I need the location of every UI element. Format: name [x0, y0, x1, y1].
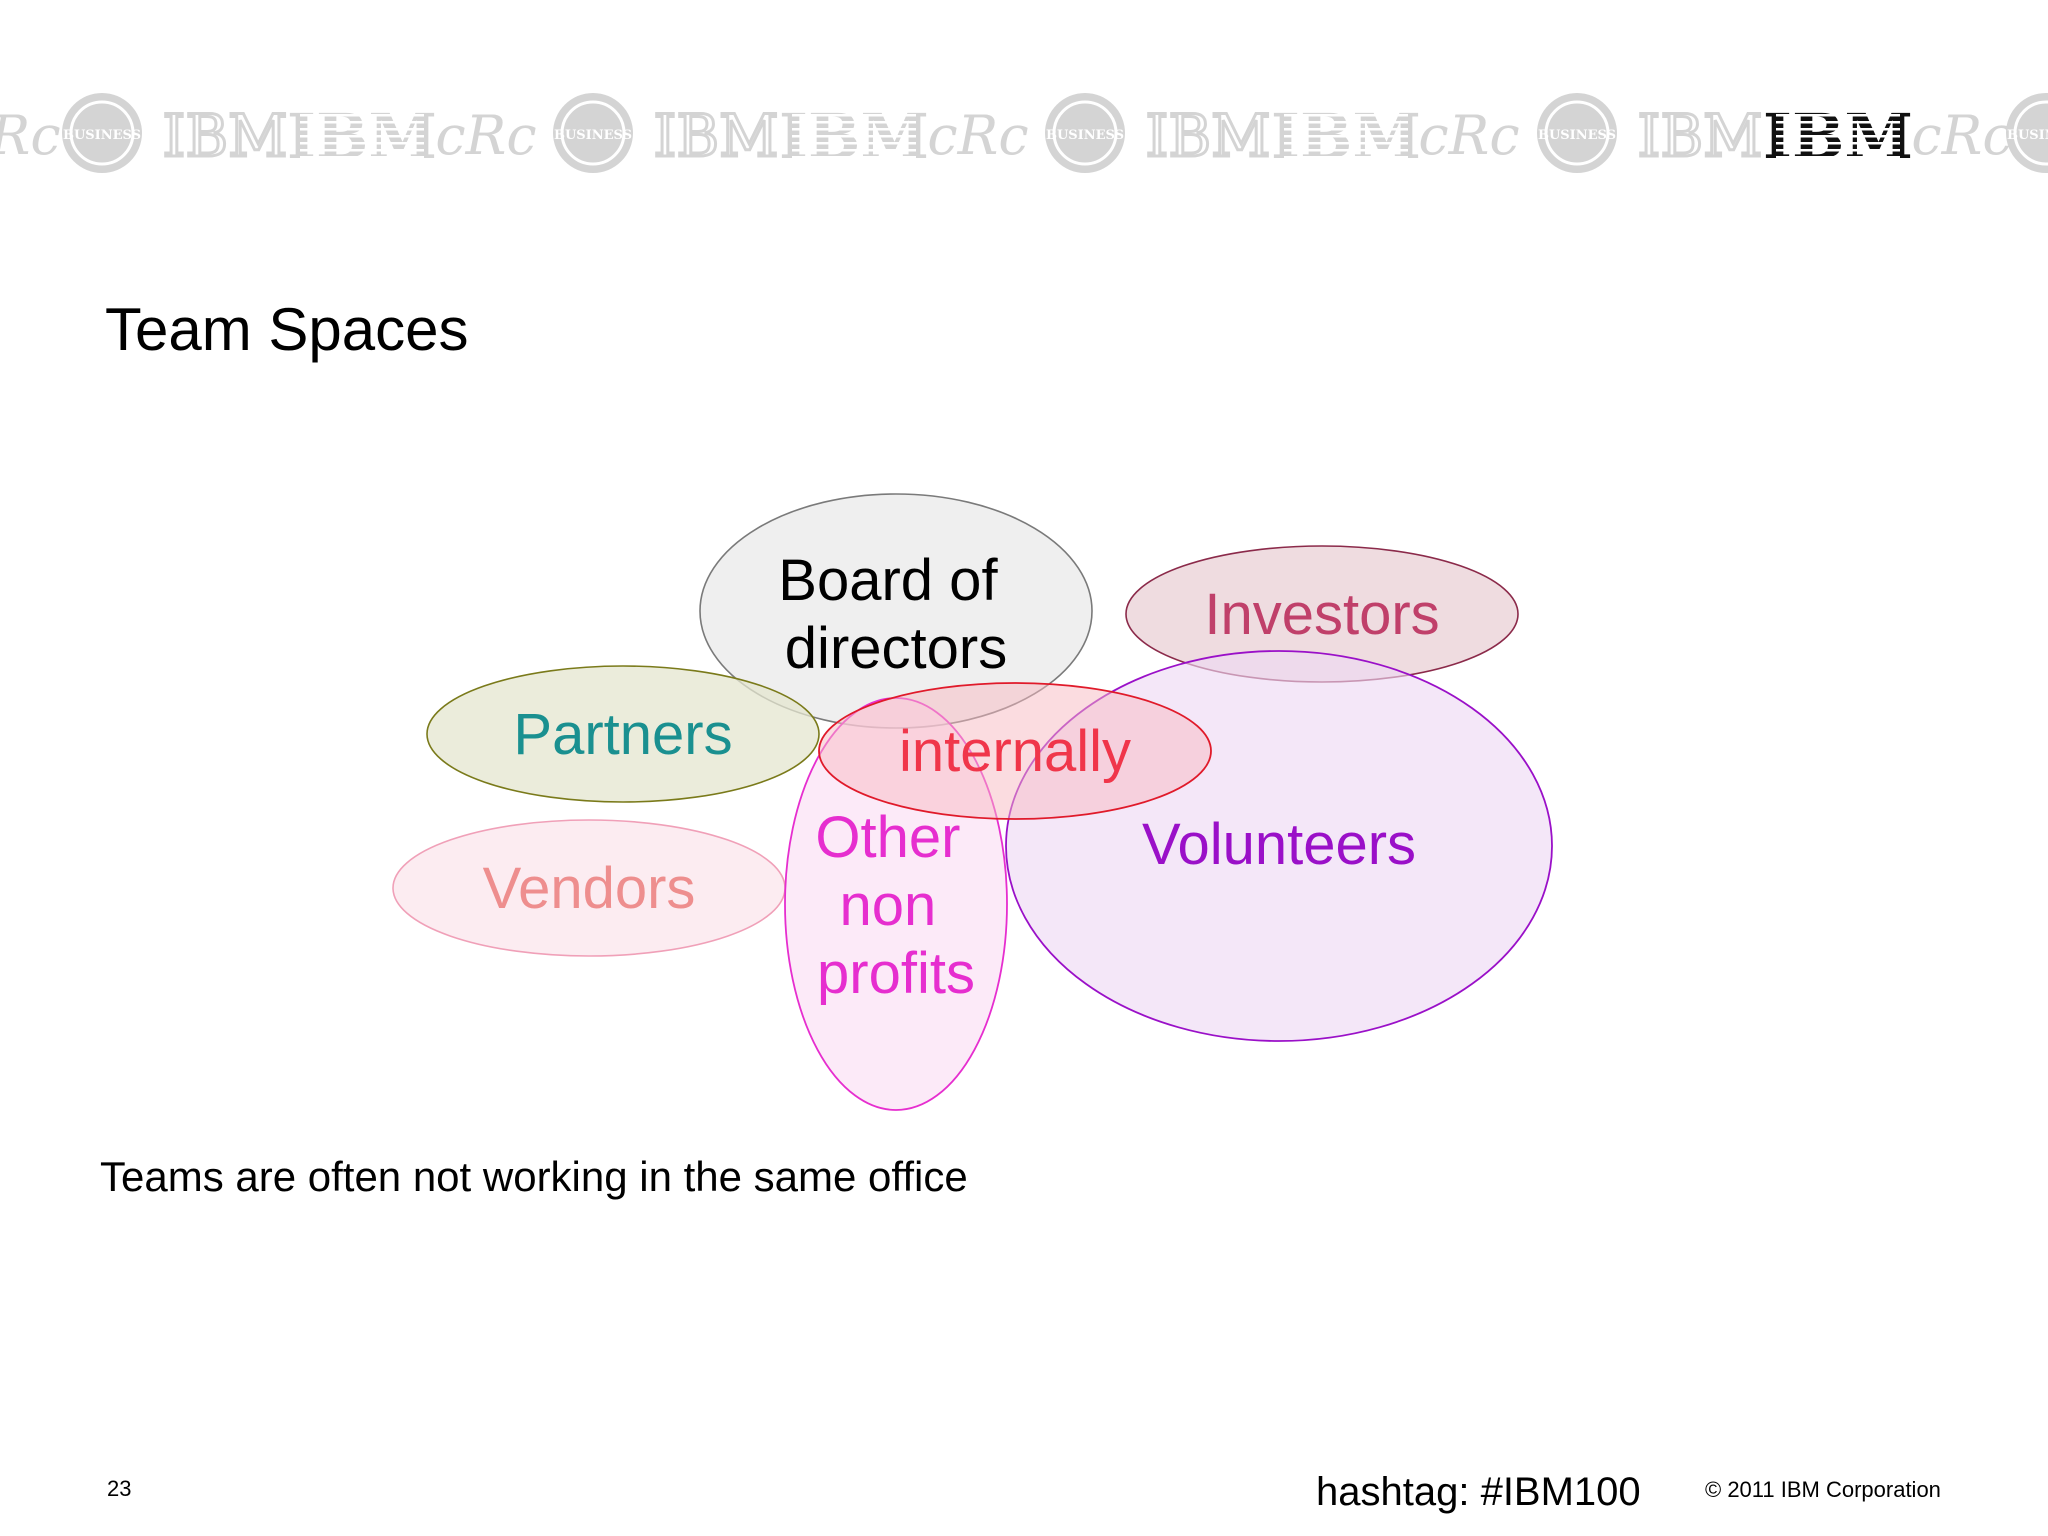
internally-ellipse — [818, 682, 1212, 820]
page-number: 23 — [107, 1476, 132, 1501]
slide-body-text: Teams are often not working in the same … — [100, 1153, 968, 1200]
ibm-serif-logo-3: IBM — [1144, 101, 1272, 172]
crc-logo-3: cRc — [1418, 104, 1519, 167]
board-of-directors-label-line-1: Board of — [778, 548, 998, 613]
svg-text:cRc: cRc — [435, 104, 536, 167]
crc-logo-2: cRc — [927, 104, 1028, 167]
svg-text:BUSINESS: BUSINESS — [554, 128, 632, 143]
vendors-label: Vendors — [483, 856, 696, 921]
svg-text:cRc: cRc — [0, 104, 61, 167]
svg-text:IBM: IBM — [163, 102, 288, 170]
other-non-profits-label-line-1: Other — [815, 805, 960, 870]
vendors-label-line-1: Vendors — [483, 856, 696, 921]
other-non-profits-label: Other non profits — [815, 805, 976, 1006]
ibm-striped-logo-2: IBM — [779, 100, 929, 173]
svg-text:BUSINESS: BUSINESS — [2007, 128, 2048, 143]
business-machines-seal-4: BUSINESS — [1537, 93, 1617, 173]
business-machines-seal-2: BUSINESS — [553, 93, 633, 173]
svg-text:BUSINESS: BUSINESS — [1538, 128, 1616, 143]
ibm-serif-logo-4: IBM — [1636, 101, 1764, 172]
partners-label-line-1: Partners — [513, 702, 732, 767]
internally-label: internally — [899, 719, 1131, 784]
svg-text:IBM: IBM — [654, 102, 779, 170]
business-machines-seal-3: BUSINESS — [1045, 93, 1125, 173]
ibm-serif-logo-1: IBM — [161, 101, 289, 172]
volunteers-label-line-1: Volunteers — [1142, 812, 1416, 877]
slide-title: Team Spaces — [105, 296, 469, 363]
other-non-profits-label-line-2: non — [840, 873, 937, 938]
internally-label-line-1: internally — [899, 719, 1131, 784]
business-machines-seal-1: BUSINESS — [62, 93, 142, 173]
partners-ellipse — [426, 665, 820, 803]
ibm-serif-logo-2: IBM — [652, 101, 780, 172]
copyright-footer: © 2011 IBM Corporation — [1705, 1477, 1941, 1502]
investors-label-line-1: Investors — [1204, 582, 1439, 647]
board-of-directors-label: Board of directors — [778, 548, 1013, 681]
svg-text:cRc: cRc — [1911, 104, 2012, 167]
ibm-striped-logo-3: IBM — [1271, 100, 1421, 173]
partners-label: Partners — [513, 702, 732, 767]
board-of-directors-label-line-2: directors — [785, 616, 1007, 681]
svg-text:BUSINESS: BUSINESS — [1046, 128, 1124, 143]
hashtag-footer: hashtag: #IBM100 — [1316, 1470, 1641, 1514]
crc-logo-1: cRc — [435, 104, 536, 167]
ibm-striped-logo-active: IBM — [1763, 100, 1913, 173]
svg-text:cRc: cRc — [927, 104, 1028, 167]
crc-logo-edge-left: cRc — [0, 104, 61, 167]
ibm-striped-logo-1: IBM — [287, 100, 437, 173]
ibm-heritage-banner: cRcBUSINESSIBMIBMcRcBUSINESSIBMIBMcRcBUS… — [0, 93, 2048, 173]
investors-label: Investors — [1204, 582, 1439, 647]
svg-text:BUSINESS: BUSINESS — [63, 128, 141, 143]
business-machines-seal-edge-right: BUSINESS — [2006, 93, 2048, 173]
crc-logo-4: cRc — [1911, 104, 2012, 167]
svg-text:IBM: IBM — [1146, 102, 1271, 170]
svg-text:IBM: IBM — [1638, 102, 1763, 170]
volunteers-label: Volunteers — [1142, 812, 1416, 877]
other-non-profits-label-line-3: profits — [817, 941, 975, 1006]
svg-text:cRc: cRc — [1418, 104, 1519, 167]
